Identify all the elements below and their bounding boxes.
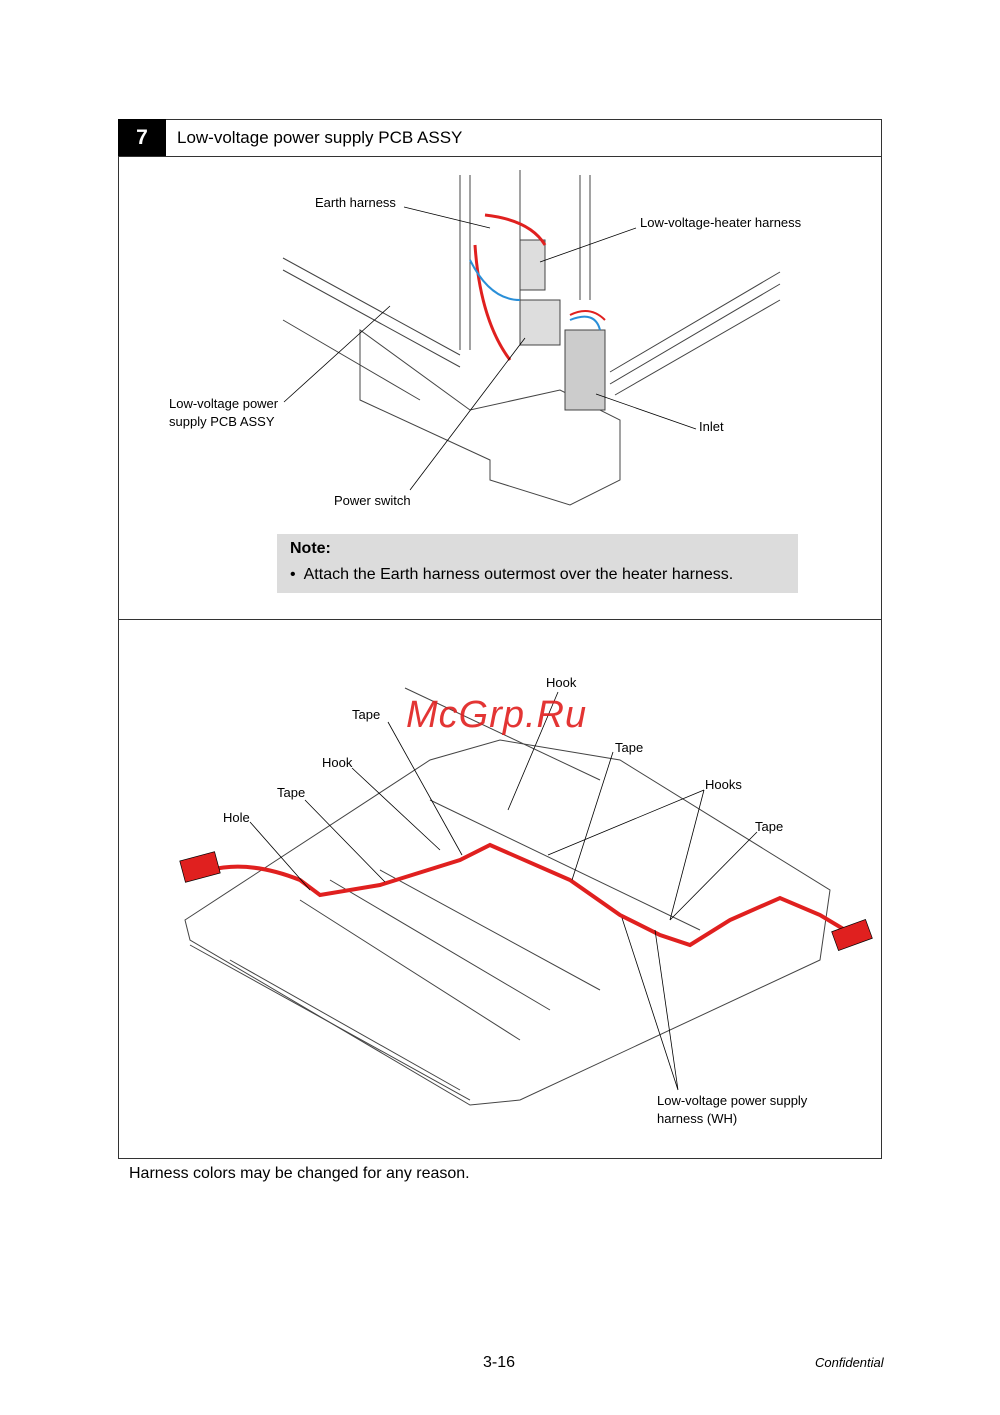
note-box — [277, 534, 798, 593]
label-tape-4: Tape — [755, 819, 784, 834]
connector-left — [179, 851, 221, 883]
label-hole: Hole — [223, 810, 250, 825]
label-hooks: Hooks — [705, 777, 742, 792]
figure2-leaders — [249, 691, 758, 1091]
page-number: 3-16 — [483, 1354, 516, 1371]
note-body: Attach the Earth harness outermost over … — [303, 566, 734, 583]
figure1-drawing — [282, 170, 781, 506]
watermark: McGrp.Ru — [406, 694, 588, 736]
section-title: Low-voltage power supply PCB ASSY — [177, 128, 463, 147]
figure1-leaders — [283, 206, 697, 491]
label-earth-harness: Earth harness — [315, 195, 396, 210]
label-heater-harness: Low-voltage-heater harness — [640, 215, 802, 230]
note-text: • Attach the Earth harness outermost ove… — [290, 566, 733, 584]
harness-wire — [209, 842, 847, 948]
label-inlet: Inlet — [699, 419, 724, 434]
label-tape-2: Tape — [615, 740, 644, 755]
note-title: Note: — [290, 540, 331, 557]
footer-disclaimer: Harness colors may be changed for any re… — [129, 1165, 470, 1182]
figure-divider — [118, 619, 881, 620]
header-divider — [118, 156, 881, 157]
label-tape-1: Tape — [352, 707, 381, 722]
note-bullet: • — [290, 566, 296, 583]
label-power-switch: Power switch — [334, 493, 411, 508]
label-hook-left: Hook — [322, 755, 353, 770]
label-tape-3: Tape — [277, 785, 306, 800]
label-harness-line2: harness (WH) — [657, 1111, 738, 1126]
section-number: 7 — [118, 119, 166, 157]
connector-right — [831, 918, 873, 952]
label-hook-top: Hook — [546, 675, 577, 690]
label-pcb-assy-line2: supply PCB ASSY — [169, 414, 275, 429]
confidential-mark: Confidential — [815, 1355, 884, 1370]
figure2-drawing — [184, 687, 831, 1106]
label-pcb-assy-line1: Low-voltage power — [169, 396, 279, 411]
label-harness-line1: Low-voltage power supply — [657, 1093, 808, 1108]
section-frame — [118, 119, 882, 1159]
